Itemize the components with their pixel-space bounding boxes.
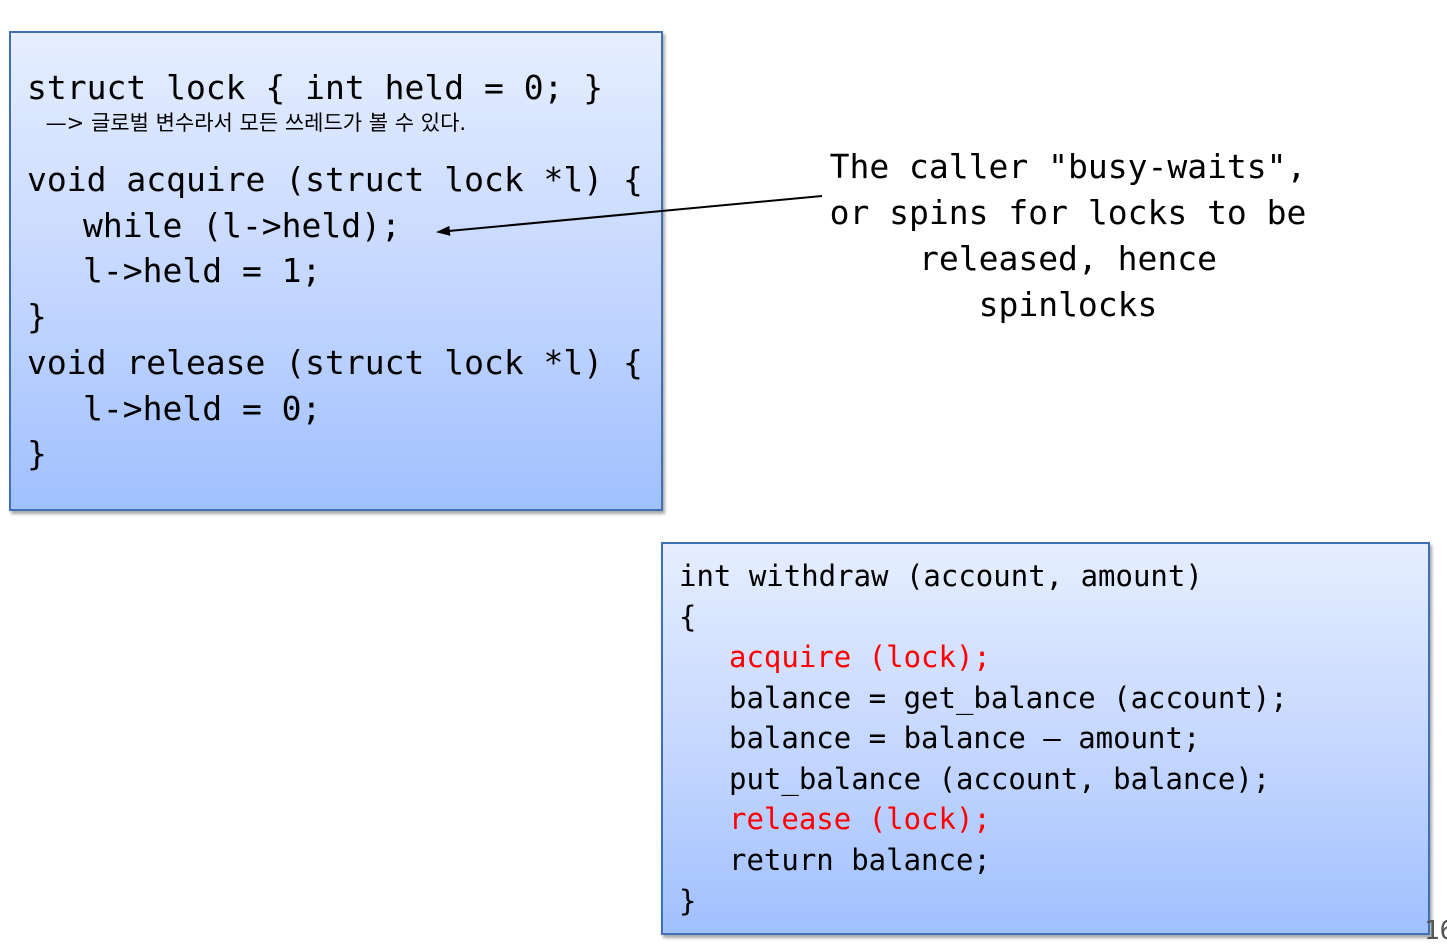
acquire-close-brace: } [27,297,47,336]
withdraw-close-brace: } [679,884,697,918]
clear-held-line: l->held = 0; [83,389,322,428]
withdraw-code-box: int withdraw (account, amount) { acquire… [661,542,1430,935]
release-call-line: release (lock); [729,802,991,836]
put-balance-line: put_balance (account, balance); [729,762,1271,796]
withdraw-open-brace: { [679,600,697,634]
struct-lock-line: struct lock { int held = 0; } [27,68,604,107]
korean-note: —> 글로벌 변수라서 모든 쓰레드가 볼 수 있다. [39,111,467,135]
release-close-brace: } [27,434,47,473]
page-number: 16 [1424,916,1447,946]
get-balance-line: balance = get_balance (account); [729,681,1288,715]
spinlock-callout: The caller "busy-waits", or spins for lo… [829,147,1307,324]
acquire-signature-line: void acquire (struct lock *l) { [27,160,643,199]
set-held-line: l->held = 1; [83,251,322,290]
while-held-line: while (l->held); [83,206,401,245]
return-balance-line: return balance; [729,843,991,877]
subtract-amount-line: balance = balance – amount; [729,721,1201,755]
acquire-call-line: acquire (lock); [729,640,991,674]
withdraw-signature-line: int withdraw (account, amount) [679,559,1203,593]
release-signature-line: void release (struct lock *l) { [27,343,643,382]
lock-code-box: struct lock { int held = 0; } —> 글로벌 변수라… [9,31,663,511]
